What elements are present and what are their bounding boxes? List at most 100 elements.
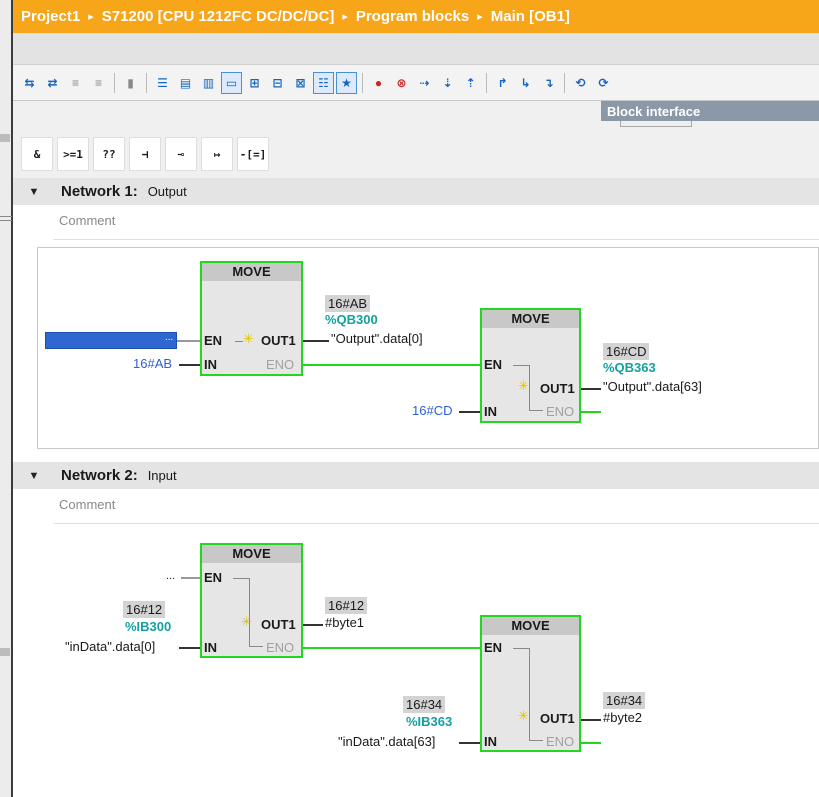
breadcrumb-separator: ▸ <box>342 11 348 23</box>
toolbar-divider <box>486 72 487 93</box>
input-button[interactable]: ⊣ <box>129 137 161 171</box>
out-monitor-value: 16#CD <box>603 343 650 360</box>
en-pin: EN <box>204 333 223 348</box>
empty-box-button[interactable]: ?? <box>93 137 125 171</box>
in-wire <box>459 411 480 413</box>
breadcrumb-device[interactable]: S71200 [CPU 1212FC DC/DC/DC] <box>101 8 335 25</box>
out-monitor-value: 16#34 <box>603 692 646 709</box>
network-2-header[interactable]: ▼ Network 2: Input <box>13 462 819 489</box>
block-interface-splitter-handle[interactable] <box>620 121 692 127</box>
eno-wire <box>581 742 601 744</box>
en-operand-input-selected[interactable] <box>45 332 177 349</box>
breadcrumb: Project1 ▸ S71200 [CPU 1212FC DC/DC/DC] … <box>13 0 819 33</box>
editor-toolbar: ⇆ ⇄ ≡ ≡ ▮ ☰ ▤ ▥ ▭ ⊞ ⊟ ⊠ ☷ ★ ● ⊗ ⇢ ⇣ ⇡ ↱ … <box>13 65 819 101</box>
en-pin: EN <box>484 640 503 655</box>
network-2-name[interactable]: Input <box>147 468 177 483</box>
breadcrumb-block[interactable]: Main [OB1] <box>490 8 570 25</box>
out-address[interactable]: %QB300 <box>325 312 378 327</box>
step-out-icon[interactable]: ↴ <box>543 75 554 90</box>
out-wire <box>581 719 601 721</box>
in-address[interactable]: %IB300 <box>125 619 172 634</box>
step-over-icon[interactable]: ↱ <box>497 75 508 90</box>
network-2-comment[interactable]: Comment <box>53 490 819 524</box>
breadcrumb-project[interactable]: Project1 <box>21 8 81 25</box>
in-address[interactable]: %IB363 <box>406 714 453 729</box>
step-into-icon[interactable]: ↳ <box>520 75 531 90</box>
eno-pin: ENO <box>546 404 575 419</box>
move-box[interactable]: MOVE <box>480 308 581 423</box>
out-pin: OUT1 <box>540 381 575 396</box>
network-1-comment[interactable]: Comment <box>53 206 819 240</box>
in-tag[interactable]: "inData".data[63] <box>338 734 436 749</box>
star-favorites-icon[interactable]: ★ <box>336 71 357 94</box>
negated-input-button[interactable]: ⊸ <box>165 137 197 171</box>
breadcrumb-program-blocks[interactable]: Program blocks <box>355 8 470 25</box>
call-hierarchy-icon[interactable]: ⇣ <box>442 75 453 90</box>
in-monitor-value: 16#12 <box>123 601 166 618</box>
box-title: MOVE <box>482 617 579 635</box>
box-title: MOVE <box>202 545 301 563</box>
insert-row-icon[interactable]: ≡ <box>71 75 79 90</box>
star-icon: ✳ <box>241 614 252 629</box>
en-operand-placeholder[interactable]: ... <box>166 570 176 582</box>
assignment-button[interactable]: ↦ <box>201 137 233 171</box>
network-1-name[interactable]: Output <box>147 184 187 199</box>
open-all-networks-icon[interactable]: ☰ <box>157 75 168 90</box>
coil-assignment-button[interactable]: -[=] <box>237 137 269 171</box>
clear-breakpoint-icon[interactable]: ⊗ <box>396 75 407 90</box>
out-address[interactable]: %QB363 <box>603 360 656 375</box>
internal-line <box>529 365 530 410</box>
network-1-header[interactable]: ▼ Network 1: Output <box>13 178 819 205</box>
block-interface-header[interactable]: Block interface <box>601 101 819 121</box>
move-box[interactable]: MOVE <box>200 543 303 658</box>
panel-tick <box>0 134 10 142</box>
eno-pin: ENO <box>546 734 575 749</box>
en-pin: EN <box>484 357 503 372</box>
networks-view-icon[interactable]: ▥ <box>202 75 215 90</box>
eno-to-en-wire <box>303 647 481 649</box>
out-pin: OUT1 <box>540 711 575 726</box>
out-tag[interactable]: #byte2 <box>603 710 643 725</box>
panel-tick <box>0 648 10 656</box>
toolbar-divider <box>564 72 565 93</box>
delete-network-icon[interactable]: ⇄ <box>47 75 58 90</box>
go-to-icon[interactable]: ⇢ <box>419 75 430 90</box>
comments-toggle-icon[interactable]: ▭ <box>221 71 242 94</box>
breakpoint-icon[interactable]: ● <box>374 75 383 90</box>
or-box-button[interactable]: >=1 <box>57 137 89 171</box>
box-title: MOVE <box>482 310 579 328</box>
in-constant[interactable]: 16#CD <box>412 403 453 418</box>
toolbar-divider <box>114 72 115 93</box>
move-box[interactable]: MOVE <box>480 615 581 752</box>
refresh-icon[interactable]: ⟳ <box>598 75 609 90</box>
in-pin: IN <box>484 404 497 419</box>
in-monitor-value: 16#34 <box>403 696 446 713</box>
out-tag[interactable]: "Output".data[0] <box>331 331 423 346</box>
insert-network-icon[interactable]: ⇆ <box>24 75 35 90</box>
tag-info-icon[interactable]: ⊠ <box>295 75 306 90</box>
ladder-editor[interactable]: ▼ Network 1: Output Comment MOVE EN IN O… <box>13 178 819 797</box>
move-box[interactable]: MOVE <box>200 261 303 376</box>
absolute-operands-icon[interactable]: ⊞ <box>249 75 260 90</box>
in-constant[interactable]: 16#AB <box>133 356 173 371</box>
instruction-favorites-bar: & >=1 ?? ⊣ ⊸ ↦ -[=] <box>13 133 819 175</box>
breadcrumb-separator: ▸ <box>88 11 94 23</box>
collapse-triangle-icon[interactable]: ▼ <box>28 185 40 198</box>
favorites-icon[interactable]: ☷ <box>313 71 334 94</box>
in-wire <box>179 647 200 649</box>
panel-mark <box>0 216 12 217</box>
append-row-icon[interactable]: ≡ <box>94 75 102 90</box>
out-pin: OUT1 <box>261 333 296 348</box>
in-tag[interactable]: "inData".data[0] <box>65 639 156 654</box>
watch-icon[interactable]: ⇡ <box>465 75 476 90</box>
toolbar-divider <box>146 72 147 93</box>
collapse-triangle-icon[interactable]: ▼ <box>28 469 40 482</box>
monitor-icon[interactable]: ⟲ <box>575 75 586 90</box>
close-all-networks-icon[interactable]: ▤ <box>179 75 192 90</box>
reset-icon[interactable]: ▮ <box>127 75 134 90</box>
toolbar-divider <box>362 72 363 93</box>
operand-display-icon[interactable]: ⊟ <box>272 75 283 90</box>
out-tag[interactable]: "Output".data[63] <box>603 379 702 394</box>
and-box-button[interactable]: & <box>21 137 53 171</box>
out-tag[interactable]: #byte1 <box>325 615 365 630</box>
